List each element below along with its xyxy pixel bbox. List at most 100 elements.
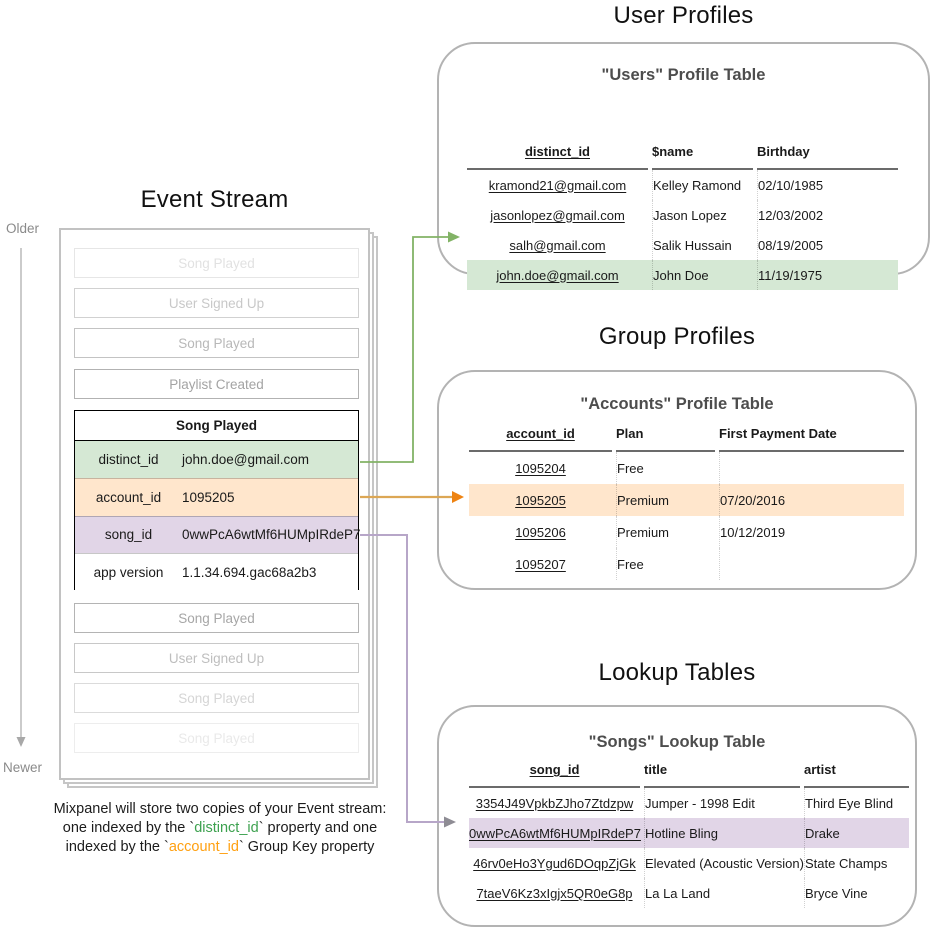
column-header: First Payment Date [719,426,904,452]
column-header: title [644,762,800,788]
event-box: Song Played [74,683,359,713]
account-id-token: account_id [168,839,239,855]
cell: 1095204 [515,460,566,476]
event-box: Song Played [74,328,359,358]
property-key: app version [93,564,164,580]
table-row: kramond21@gmail.com Kelley Ramond 02/10/… [467,170,898,200]
cell: 07/20/2016 [719,484,904,516]
cell [719,548,904,580]
songs-table-title: "Songs" Lookup Table [588,733,766,751]
cell: 3354J49VpkbZJho7Ztdzpw [475,795,634,811]
songs-table-header: song_id title artist [469,762,909,788]
cell: Elevated (Acoustic Version) [644,848,804,878]
cell: Third Eye Blind [804,788,909,818]
table-row: 1095204 Free [469,452,904,484]
caption-line: indexed by the `account_id` Group Key pr… [65,839,375,855]
column-header: artist [804,762,909,788]
cell: salh@gmail.com [509,237,606,253]
cell: 0wwPcA6wtMf6HUMpIRdeP7 [469,825,641,841]
songs-table: song_id title artist 3354J49VpkbZJho7Ztd… [469,762,909,908]
event-box: User Signed Up [74,643,359,673]
cell: Kelley Ramond [652,170,753,200]
event-property-row-song-id: song_id 0wwPcA6wtMf6HUMpIRdeP7 [75,515,361,554]
event-box: Song Played [74,603,359,633]
event-box: User Signed Up [74,288,359,318]
event-label: Song Played [178,690,255,706]
table-row-highlighted: john.doe@gmail.com John Doe 11/19/1975 [467,260,898,290]
cell: 1095207 [515,556,566,572]
event-box: Song Played [74,723,359,753]
event-label: Playlist Created [169,376,264,392]
property-key: song_id [104,527,153,543]
cell: 1095206 [515,524,566,540]
group-profiles-title: Group Profiles [598,323,756,350]
cell: 12/03/2002 [757,200,898,230]
table-row: 1095207 Free [469,548,904,580]
event-box: Song Played [74,248,359,278]
event-label: Song Played [178,255,255,271]
lookup-tables-title: Lookup Tables [598,659,756,686]
cell: John Doe [652,260,753,290]
table-row: 7taeV6Kz3xIgjx5QR0eG8p La La Land Bryce … [469,878,909,908]
event-property-row-account-id: account_id 1095205 [75,478,358,516]
cell: 10/12/2019 [719,516,904,548]
timeline-older-label: Older [6,221,40,236]
cell: jasonlopez@gmail.com [490,207,625,223]
user-profiles-title: User Profiles [613,2,754,29]
cell: 11/19/1975 [757,260,898,290]
cell: kramond21@gmail.com [488,177,627,193]
users-profile-card: "Users" Profile Table distinct_id $name … [437,42,930,290]
cell: Hotline Bling [644,818,800,848]
cell: Drake [804,818,909,848]
cell: Jumper - 1998 Edit [644,788,800,818]
column-header: distinct_id [467,144,648,170]
column-header: $name [652,144,753,170]
table-row: 1095206 Premium 10/12/2019 [469,516,904,548]
event-label: Song Played [178,730,255,746]
expanded-event-title: Song Played [75,411,358,441]
property-key: account_id [95,490,162,506]
property-key: distinct_id [98,452,159,468]
accounts-table-header: account_id Plan First Payment Date [469,426,904,452]
table-row: 46rv0eHo3Ygud6DOqpZjGk Elevated (Acousti… [469,848,909,878]
timeline-newer-label: Newer [3,760,43,775]
accounts-profile-card: "Accounts" Profile Table account_id Plan… [437,370,917,590]
cell: Premium [616,516,715,548]
event-label: User Signed Up [168,650,265,666]
column-header: Plan [616,426,715,452]
cell: Bryce Vine [804,878,909,908]
event-stream-panel: Song Played User Signed Up Song Played P… [59,228,378,788]
cell: Free [616,548,715,580]
event-box: Playlist Created [74,369,359,399]
cell: 08/19/2005 [757,230,898,260]
caption-line: one indexed by the `distinct_id` propert… [62,820,378,836]
property-value: 1095205 [182,490,235,506]
cell: 02/10/1985 [757,170,898,200]
table-row: 3354J49VpkbZJho7Ztdzpw Jumper - 1998 Edi… [469,788,909,818]
users-table: distinct_id $name Birthday kramond21@gma… [467,144,898,290]
users-table-header: distinct_id $name Birthday [467,144,898,170]
property-value: john.doe@gmail.com [182,452,310,468]
table-row: jasonlopez@gmail.com Jason Lopez 12/03/2… [467,200,898,230]
event-label: User Signed Up [168,295,265,311]
event-property-row-app-version: app version 1.1.34.694.gac68a2b3 [75,553,358,591]
expanded-event-card: Song Played distinct_id john.doe@gmail.c… [74,410,361,591]
cell: Jason Lopez [652,200,753,230]
songs-lookup-card: "Songs" Lookup Table song_id title artis… [437,705,917,927]
users-table-title: "Users" Profile Table [601,66,766,84]
cell: Free [616,452,715,484]
cell: 1095205 [515,492,566,508]
event-label: Song Played [178,335,255,351]
cell: State Champs [804,848,909,878]
cell: Salik Hussain [652,230,753,260]
cell: Premium [616,484,715,516]
cell: La La Land [644,878,800,908]
cell: 46rv0eHo3Ygud6DOqpZjGk [473,855,636,871]
column-header: account_id [469,426,612,452]
cell: john.doe@gmail.com [496,267,619,283]
accounts-table: account_id Plan First Payment Date 10952… [469,426,904,580]
property-value: 0wwPcA6wtMf6HUMpIRdeP7 [182,527,361,543]
cell [719,452,904,484]
cell: 7taeV6Kz3xIgjx5QR0eG8p [476,885,633,901]
accounts-table-title: "Accounts" Profile Table [580,395,774,413]
